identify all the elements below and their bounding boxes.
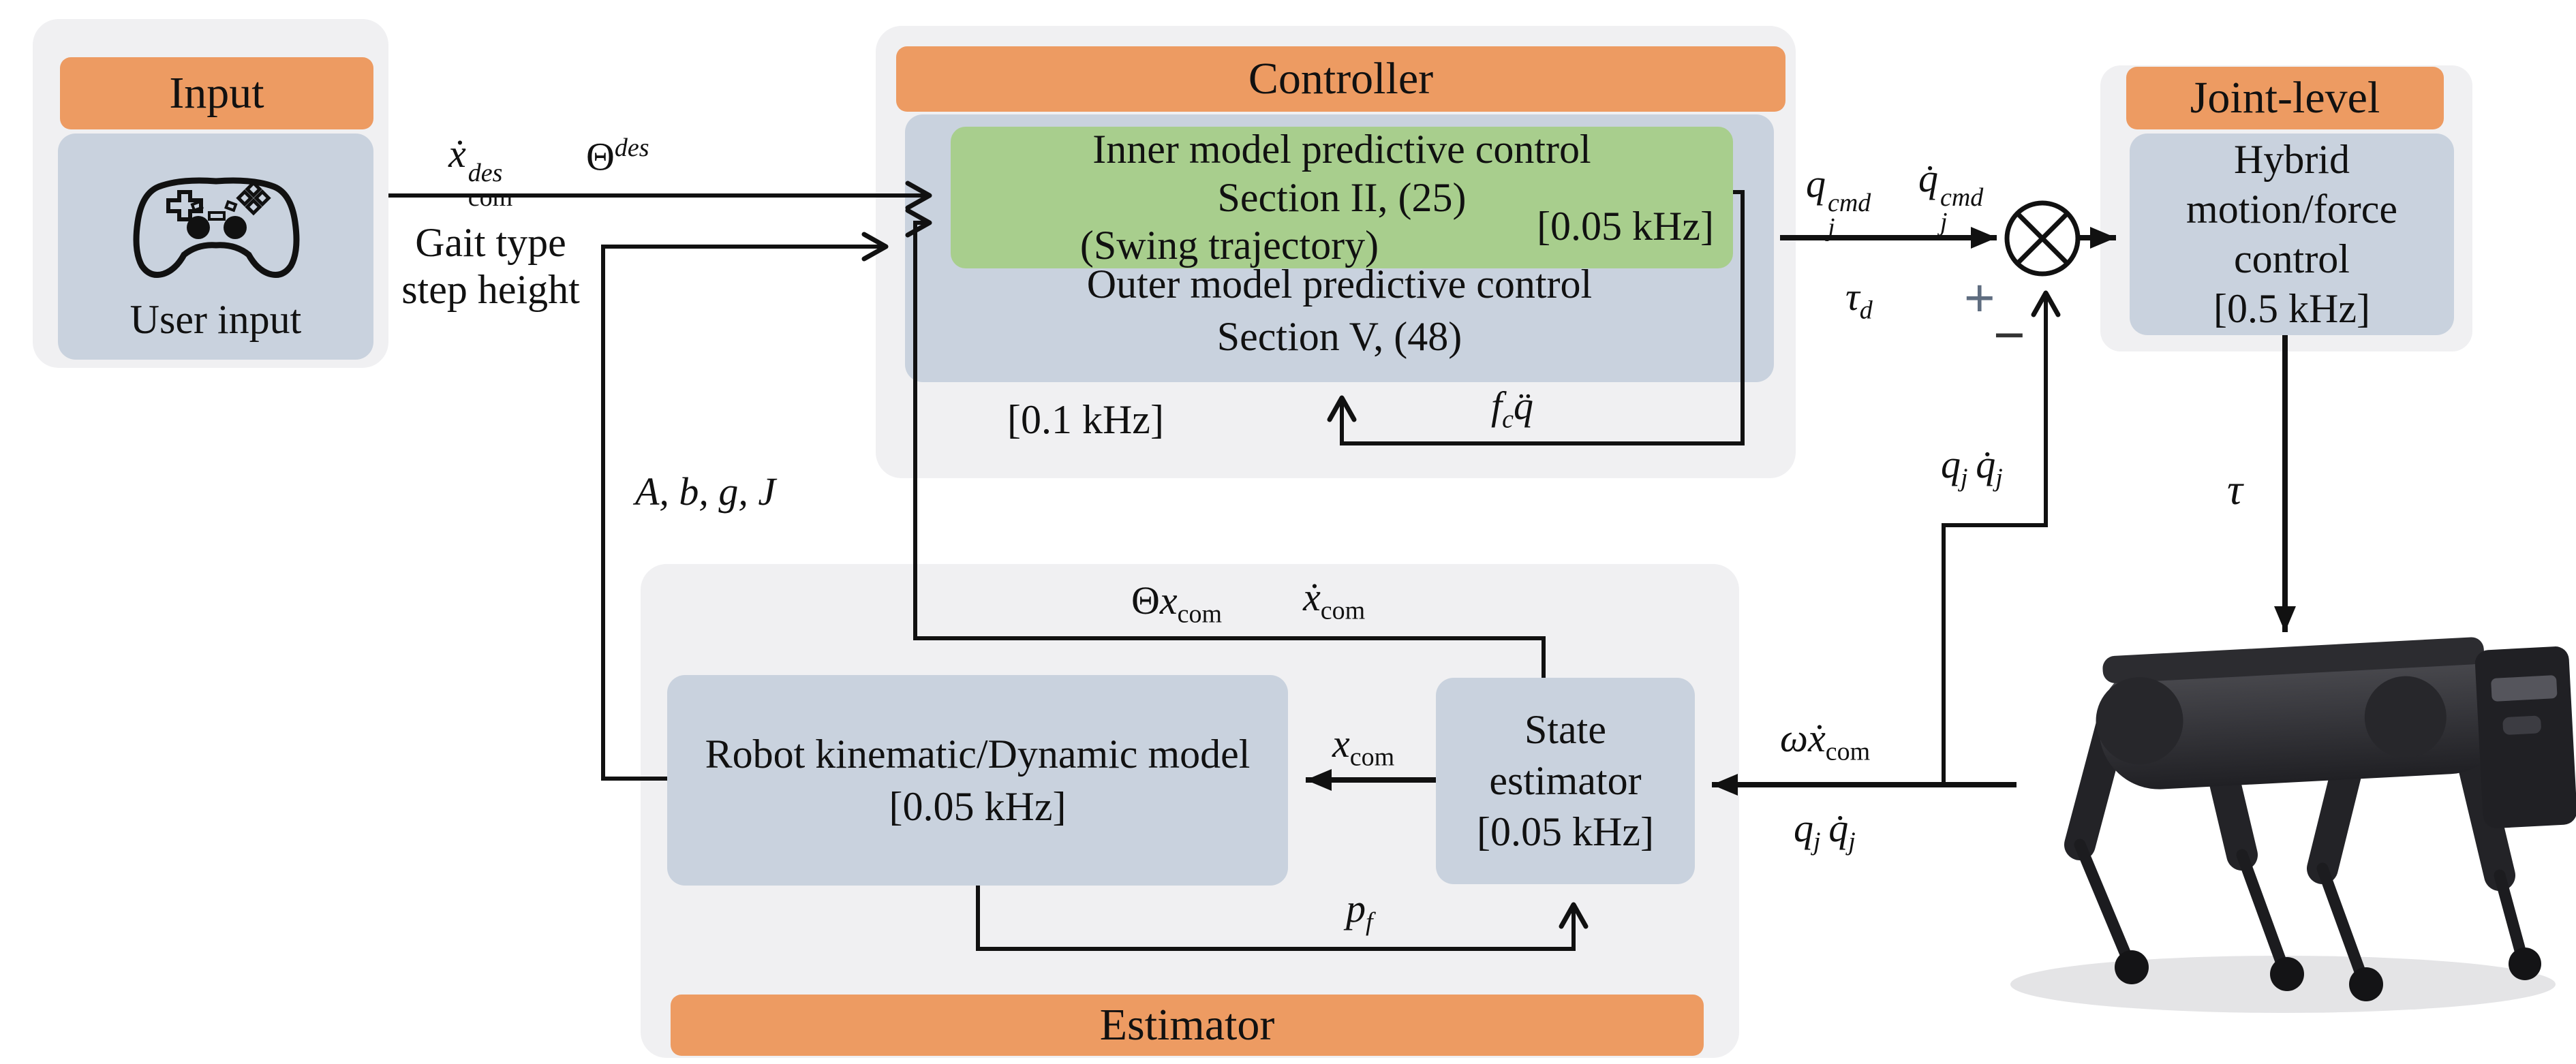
summing-junction [2004, 200, 2081, 277]
tau-d-base: τ [1845, 275, 1860, 319]
minus-sign: − [1993, 304, 2025, 365]
estimator-header: Estimator [671, 995, 1704, 1056]
outer-mpc-rate: [0.1 kHz] [1007, 397, 1164, 442]
plus-sign: + [1964, 268, 1995, 328]
joint-level-header-label: Joint-level [2190, 73, 2380, 123]
fc-sub: c [1502, 405, 1514, 434]
qjqj-j-s1: j [1961, 463, 1968, 492]
inner-mpc-box: Inner model predictive control Section I… [951, 127, 1733, 268]
outer-mpc-line1: Outer model predictive control [1086, 262, 1593, 307]
arrow-abgj-to-controller [601, 232, 889, 781]
label-abgj: A, b, g, J [635, 469, 776, 514]
qdotj-cmd-base: q̇ [1918, 156, 1938, 200]
xcom-base: x [1332, 721, 1350, 766]
theta-des-sup: des [614, 134, 649, 162]
kinematic-model-line1: Robot kinematic/Dynamic model [705, 731, 1251, 777]
user-input-box: User input [58, 134, 373, 360]
inner-mpc-rate: [0.05 kHz] [1537, 204, 1714, 249]
xcom-sub: com [1349, 742, 1395, 772]
qdotj-cmd-sub: j [1940, 207, 1948, 236]
xdot-des-sub: com [467, 183, 513, 212]
inner-mpc-line2: Section II, (25) [1217, 174, 1467, 220]
xdot-des-base: ẋ [448, 131, 466, 176]
kinematic-model-rate: [0.05 kHz] [889, 783, 1067, 829]
label-qjqj-estimator: qj q̇j [1794, 805, 1856, 857]
label-xcom: xcom [1332, 721, 1394, 772]
theta-des-base: Θ [586, 134, 615, 179]
qjqj-e-q2: q̇ [1828, 806, 1849, 850]
theta-xcom-x: x [1159, 578, 1178, 623]
gait-line2: step height [401, 267, 580, 312]
input-header-label: Input [169, 68, 264, 118]
qj-cmd-sup: cmd [1828, 188, 1871, 217]
tau-d-sub: d [1859, 296, 1873, 325]
label-theta-des: Θdes [586, 127, 649, 179]
inner-mpc-line3: (Swing trajectory) [1079, 223, 1379, 268]
xdot-com-base: ẋ [1303, 575, 1321, 619]
omega-xdot-base: ωẋ [1780, 716, 1826, 760]
qjqj-e-s2: j [1848, 827, 1856, 856]
hybrid-control-box: Hybrid motion/force control [0.5 kHz] [2130, 134, 2454, 335]
theta-xcom-theta: Θ [1131, 578, 1160, 623]
qj-cmd-sub: j [1828, 213, 1835, 242]
label-gait: Gait type step height [385, 219, 596, 313]
xdot-des-sup: des [467, 158, 503, 187]
arrow-state-to-controller [905, 208, 1546, 678]
joint-level-header: Joint-level [2126, 67, 2444, 129]
label-tau: τ [2227, 465, 2243, 514]
theta-xcom-sub: com [1177, 599, 1223, 629]
label-fc-qddot: fcq̈ [1491, 383, 1533, 435]
label-pf: pf [1346, 886, 1373, 937]
state-estimator-line1: State [1524, 707, 1606, 752]
qjqj-j-q2: q̇ [1976, 442, 1996, 486]
omega-xdot-sub: com [1825, 737, 1871, 766]
controller-header: Controller [896, 46, 1785, 112]
arrow-pf-to-estimator [976, 886, 1589, 951]
qdotj-cmd-sup: cmd [1940, 183, 1984, 212]
hybrid-rate: [0.5 kHz] [2213, 286, 2370, 332]
fc-base: f [1491, 384, 1503, 428]
label-omega-xdot: ωẋcom [1780, 715, 1870, 767]
xdot-com-sub: com [1320, 596, 1366, 625]
controller-header-label: Controller [1248, 54, 1434, 104]
state-estimator-rate: [0.05 kHz] [1477, 809, 1654, 854]
qjqj-j-s2: j [1995, 463, 2003, 492]
outer-mpc-line2: Section V, (48) [1216, 314, 1462, 360]
label-xdot-com: ẋcom [1303, 574, 1365, 626]
hybrid-line2: motion/force [2186, 186, 2397, 232]
input-header: Input [60, 57, 373, 129]
label-theta-xcom: Θxcom [1131, 578, 1222, 629]
robot-image [2010, 637, 2576, 1013]
gait-line1: Gait type [415, 220, 566, 265]
fc-qddot: q̈ [1514, 384, 1533, 428]
label-tau-d: τd [1845, 274, 1873, 326]
pf-base: p [1346, 886, 1366, 930]
state-estimator-box: State estimator [0.05 kHz] [1436, 678, 1695, 884]
label-qjqj-junction: qj q̇j [1941, 441, 2003, 493]
state-estimator-line2: estimator [1489, 758, 1642, 803]
qj-cmd-base: q [1806, 161, 1826, 206]
arrow-fcq-loop [1327, 190, 1745, 445]
qjqj-j-q1: q [1941, 442, 1961, 486]
estimator-header-label: Estimator [1099, 1000, 1275, 1050]
inner-mpc-line1: Inner model predictive control [1092, 126, 1591, 172]
qjqj-e-q1: q [1794, 806, 1813, 850]
pf-sub: f [1366, 907, 1373, 937]
user-input-label: User input [129, 297, 302, 343]
arrow-qj-to-junction [1942, 290, 2061, 783]
hybrid-line3: control [2234, 236, 2350, 281]
hybrid-line1: Hybrid [2234, 136, 2350, 182]
qjqj-e-s1: j [1813, 827, 1821, 856]
kinematic-model-box: Robot kinematic/Dynamic model [0.05 kHz] [667, 675, 1288, 886]
